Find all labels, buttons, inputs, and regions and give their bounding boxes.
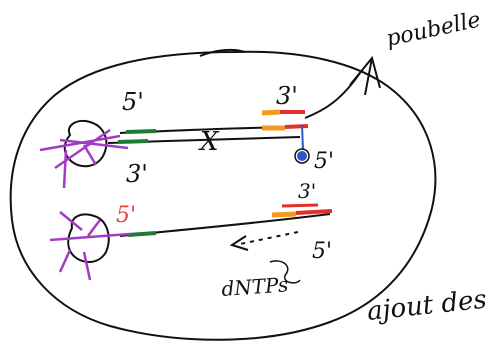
blue-probe-stem [301,124,304,151]
top-probe-orange [261,109,281,116]
dntp-label: dNTPs [221,272,289,301]
cell-outline [9,50,437,341]
bottom-probe-orange [271,211,297,218]
virus-bottom-body [67,213,110,263]
cut-mark-label: X [198,127,220,157]
bottom-5-right-label: 5' [312,239,332,264]
top-3-right-label: 3' [276,82,298,110]
virus-bottom-spikes [49,211,131,281]
bottom-dashed-arrow [239,231,299,245]
bottom-5-left-label: 5' [116,203,136,228]
poubelle-label: poubelle [384,8,483,52]
top-primer-green [125,129,157,134]
top-5-right-label: 5' [314,149,334,174]
top-3-left-label: 3' [126,160,148,188]
bottom-probe-red [295,209,333,215]
cell-outline-tail [199,48,246,57]
blue-probe-dot [297,151,307,161]
blue-probe-ring [294,148,310,164]
top-primer-green-lower [117,139,149,144]
dntp-squiggle [269,260,301,284]
virus-top-spikes [39,128,129,189]
top-5-label: 5' [122,88,144,116]
bottom-dashed-arrowhead [229,235,249,251]
bottom-probe-red-top [281,203,319,208]
top-probe-red-lower [284,124,309,129]
bottom-3-label: 3' [298,179,316,203]
bottom-primer-green [127,231,157,237]
arrow-head [349,55,381,96]
arrow-line [304,69,363,119]
